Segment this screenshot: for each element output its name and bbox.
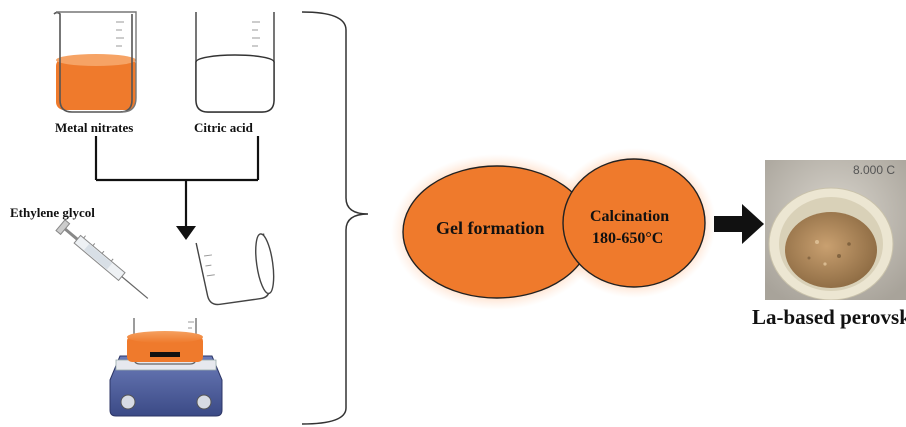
mixing-flow-lines [94, 136, 260, 226]
calcination-node [562, 158, 706, 288]
perovskite-product-photo: 8.000 C [765, 160, 906, 300]
calcination-temperature: 180-650°C [592, 230, 664, 247]
gel-formation-label: Gel formation [436, 218, 545, 238]
la-based-perovskite-label: La-based perovskite [752, 305, 906, 329]
calcination-label: Calcination [590, 208, 670, 225]
photo-corner-text: 8.000 C [853, 163, 895, 177]
citric-acid-label: Citric acid [194, 120, 253, 135]
ethylene-glycol-label: Ethylene glycol [10, 205, 95, 220]
down-arrow-icon [176, 226, 196, 240]
metal-nitrates-label: Metal nitrates [55, 120, 134, 135]
right-arrow-icon [714, 204, 764, 244]
syringe-icon [55, 219, 149, 299]
citric-acid-beaker-icon [195, 12, 275, 113]
pouring-beaker-icon [195, 233, 275, 306]
hotplate-stirrer-icon [109, 318, 223, 417]
metal-nitrates-beaker-icon [53, 11, 137, 113]
grouping-brace [301, 11, 369, 425]
